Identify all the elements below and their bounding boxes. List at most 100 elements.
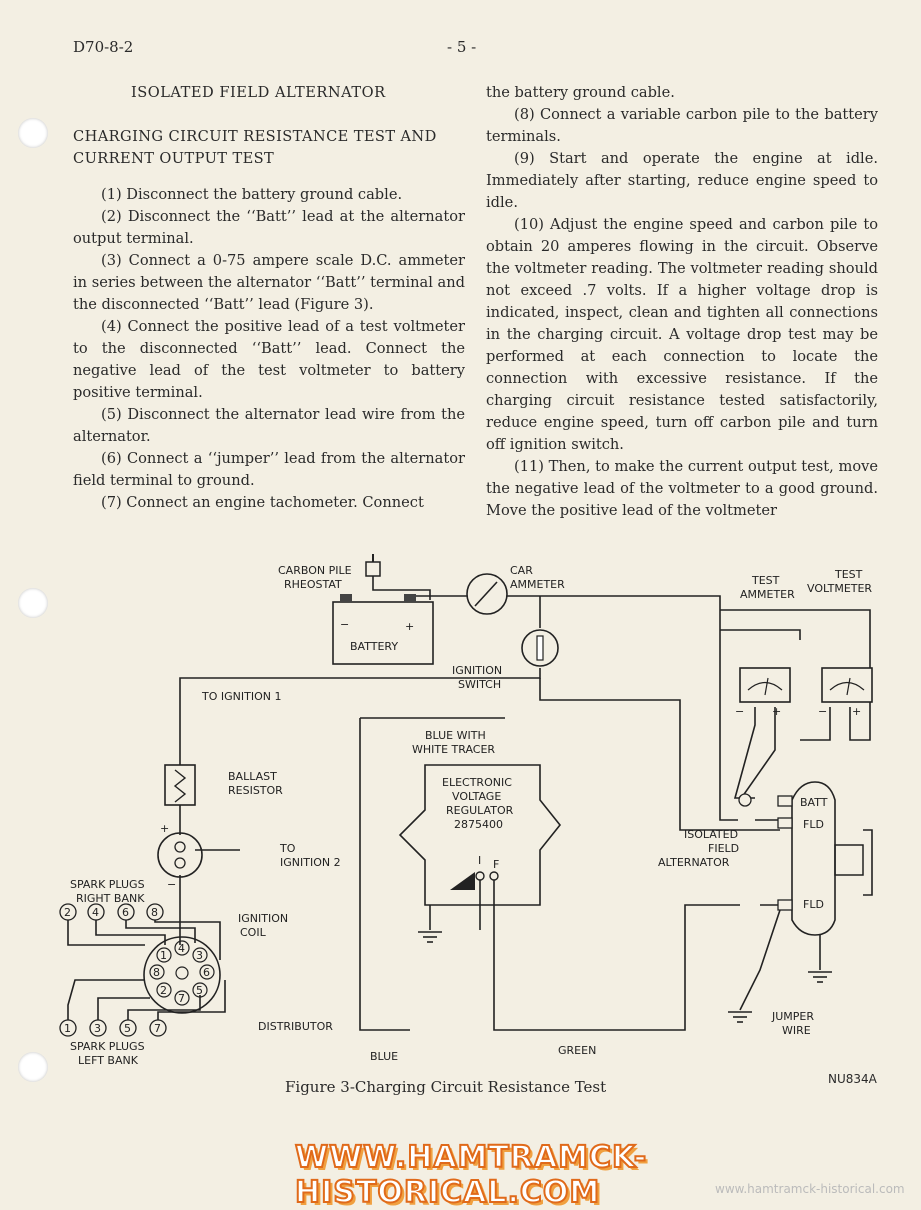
- svg-text:+: +: [852, 705, 861, 718]
- step-8: (8) Connect a variable carbon pile to th…: [486, 106, 878, 145]
- step-2: (2) Disconnect the ‘‘Batt’’ lead at the …: [73, 208, 465, 247]
- svg-text:−: −: [340, 618, 349, 631]
- svg-text:4: 4: [92, 906, 99, 919]
- svg-text:IGNITION 2: IGNITION 2: [280, 856, 341, 869]
- svg-text:BATTERY: BATTERY: [350, 640, 398, 653]
- step-7: (7) Connect an engine tachometer. Connec…: [101, 494, 424, 511]
- svg-text:LEFT BANK: LEFT BANK: [78, 1054, 139, 1067]
- carbon-pile-rheostat: CARBON PILE RHEOSTAT: [278, 554, 381, 591]
- step-11: (11) Then, to make the current output te…: [486, 458, 878, 519]
- svg-text:IGNITION: IGNITION: [238, 912, 288, 925]
- svg-text:TEST: TEST: [834, 568, 863, 581]
- svg-text:5: 5: [196, 984, 203, 997]
- step-9: (9) Start and operate the engine at idle…: [486, 150, 878, 211]
- svg-text:AMMETER: AMMETER: [510, 578, 565, 591]
- svg-text:−: −: [167, 878, 176, 891]
- isolated-field-alternator: BATT FLD FLD ISOLATED FIELD ALTERNATOR: [658, 781, 873, 936]
- svg-text:IGNITION: IGNITION: [452, 664, 502, 677]
- svg-text:6: 6: [122, 906, 129, 919]
- svg-text:ALTERNATOR: ALTERNATOR: [658, 856, 730, 869]
- svg-text:+: +: [772, 705, 781, 718]
- svg-text:2: 2: [160, 984, 167, 997]
- document-id: D70-8-2: [73, 38, 134, 56]
- site-url: www.hamtramck-historical.com: [715, 1182, 905, 1196]
- test-ammeter: TEST AMMETER − +: [735, 574, 795, 718]
- figure-code: NU834A: [828, 1072, 877, 1086]
- svg-text:8: 8: [153, 966, 160, 979]
- svg-text:TEST: TEST: [751, 574, 780, 587]
- svg-text:DISTRIBUTOR: DISTRIBUTOR: [258, 1020, 333, 1033]
- svg-text:+: +: [405, 620, 414, 633]
- svg-text:F: F: [493, 858, 499, 871]
- left-column: ISOLATED FIELD ALTERNATOR CHARGING CIRCU…: [73, 82, 465, 514]
- step-4: (4) Connect the positive lead of a test …: [73, 318, 465, 401]
- step-10: (10) Adjust the engine speed and carbon …: [486, 216, 878, 453]
- svg-text:AMMETER: AMMETER: [740, 588, 795, 601]
- blue-with-label: BLUE WITH: [425, 729, 486, 742]
- svg-text:7: 7: [178, 992, 185, 1005]
- svg-text:CAR: CAR: [510, 564, 533, 577]
- site-watermark: WWW.HAMTRAMCK-HISTORICAL.COM: [294, 1139, 648, 1210]
- svg-text:−: −: [735, 705, 744, 718]
- svg-text:VOLTAGE: VOLTAGE: [452, 790, 501, 803]
- step-3: (3) Connect a 0-75 ampere scale D.C. amm…: [73, 252, 465, 313]
- punch-hole-middle: [18, 588, 48, 618]
- svg-text:6: 6: [203, 966, 210, 979]
- svg-text:RESISTOR: RESISTOR: [228, 784, 283, 797]
- svg-text:SPARK PLUGS: SPARK PLUGS: [70, 878, 145, 891]
- ballast-resistor: BALLAST RESISTOR: [164, 764, 283, 806]
- svg-text:3: 3: [94, 1022, 101, 1035]
- svg-text:RIGHT BANK: RIGHT BANK: [76, 892, 145, 905]
- svg-text:5: 5: [124, 1022, 131, 1035]
- ignition-coil: + − IGNITION COIL TO IGNITION 2: [157, 822, 341, 939]
- svg-text:4: 4: [178, 942, 185, 955]
- test-voltmeter: TEST VOLTMETER − +: [807, 568, 873, 718]
- svg-text:2875400: 2875400: [454, 818, 503, 831]
- svg-text:+: +: [160, 822, 169, 835]
- wiring-diagram: CARBON PILE RHEOSTAT − + BATTERY CAR AMM…: [59, 554, 873, 1067]
- svg-text:FIELD: FIELD: [708, 842, 739, 855]
- distributor: 4 3 6 5 7 2 8 1 DISTRIBUTOR: [143, 936, 333, 1033]
- page-number: - 5 -: [447, 38, 477, 56]
- svg-text:RHEOSTAT: RHEOSTAT: [284, 578, 342, 591]
- svg-text:3: 3: [196, 949, 203, 962]
- svg-text:FLD: FLD: [803, 818, 824, 831]
- step-6: (6) Connect a ‘‘jumper’’ lead from the a…: [73, 450, 465, 489]
- white-tracer-label: WHITE TRACER: [412, 743, 495, 756]
- svg-text:BALLAST: BALLAST: [228, 770, 277, 783]
- figure-caption: Figure 3-Charging Circuit Resistance Tes…: [285, 1078, 607, 1096]
- svg-text:FLD: FLD: [803, 898, 824, 911]
- punch-hole-top: [18, 118, 48, 148]
- ground-symbols: [418, 931, 832, 1023]
- to-ignition-1-label: TO IGNITION 1: [201, 690, 281, 703]
- svg-text:BATT: BATT: [800, 796, 828, 809]
- svg-text:1: 1: [160, 949, 167, 962]
- spark-plugs-right-bank: SPARK PLUGS RIGHT BANK 2 4 6 8: [59, 878, 164, 921]
- svg-text:2: 2: [64, 906, 71, 919]
- wires: [67, 576, 871, 1031]
- ignition-switch: IGNITION SWITCH: [452, 629, 559, 691]
- battery: − + BATTERY: [332, 594, 434, 665]
- svg-text:I: I: [478, 854, 481, 867]
- wire-label: WIRE: [782, 1024, 811, 1037]
- svg-text:SWITCH: SWITCH: [458, 678, 501, 691]
- svg-text:ELECTRONIC: ELECTRONIC: [442, 776, 512, 789]
- svg-text:SPARK PLUGS: SPARK PLUGS: [70, 1040, 145, 1053]
- voltage-regulator: ELECTRONIC VOLTAGE REGULATOR 2875400 I F: [398, 764, 562, 906]
- svg-text:ISOLATED: ISOLATED: [684, 828, 738, 841]
- right-column: the battery ground cable. (8) Connect a …: [486, 82, 878, 522]
- section-title: ISOLATED FIELD ALTERNATOR: [131, 84, 386, 101]
- svg-text:7: 7: [154, 1022, 161, 1035]
- svg-text:TO: TO: [279, 842, 296, 855]
- svg-text:CARBON PILE: CARBON PILE: [278, 564, 352, 577]
- svg-text:VOLTMETER: VOLTMETER: [807, 582, 872, 595]
- step-7-continued: the battery ground cable.: [486, 84, 675, 101]
- step-1: (1) Disconnect the battery ground cable.: [101, 186, 403, 203]
- green-wire-label: GREEN: [558, 1044, 596, 1057]
- jumper-label: JUMPER: [771, 1010, 814, 1023]
- car-ammeter: CAR AMMETER: [466, 564, 565, 615]
- step-5: (5) Disconnect the alternator lead wire …: [73, 406, 465, 445]
- blue-wire-label: BLUE: [370, 1050, 398, 1063]
- spark-plugs-left-bank: 1 3 5 7 SPARK PLUGS LEFT BANK: [59, 1019, 167, 1067]
- svg-text:−: −: [818, 705, 827, 718]
